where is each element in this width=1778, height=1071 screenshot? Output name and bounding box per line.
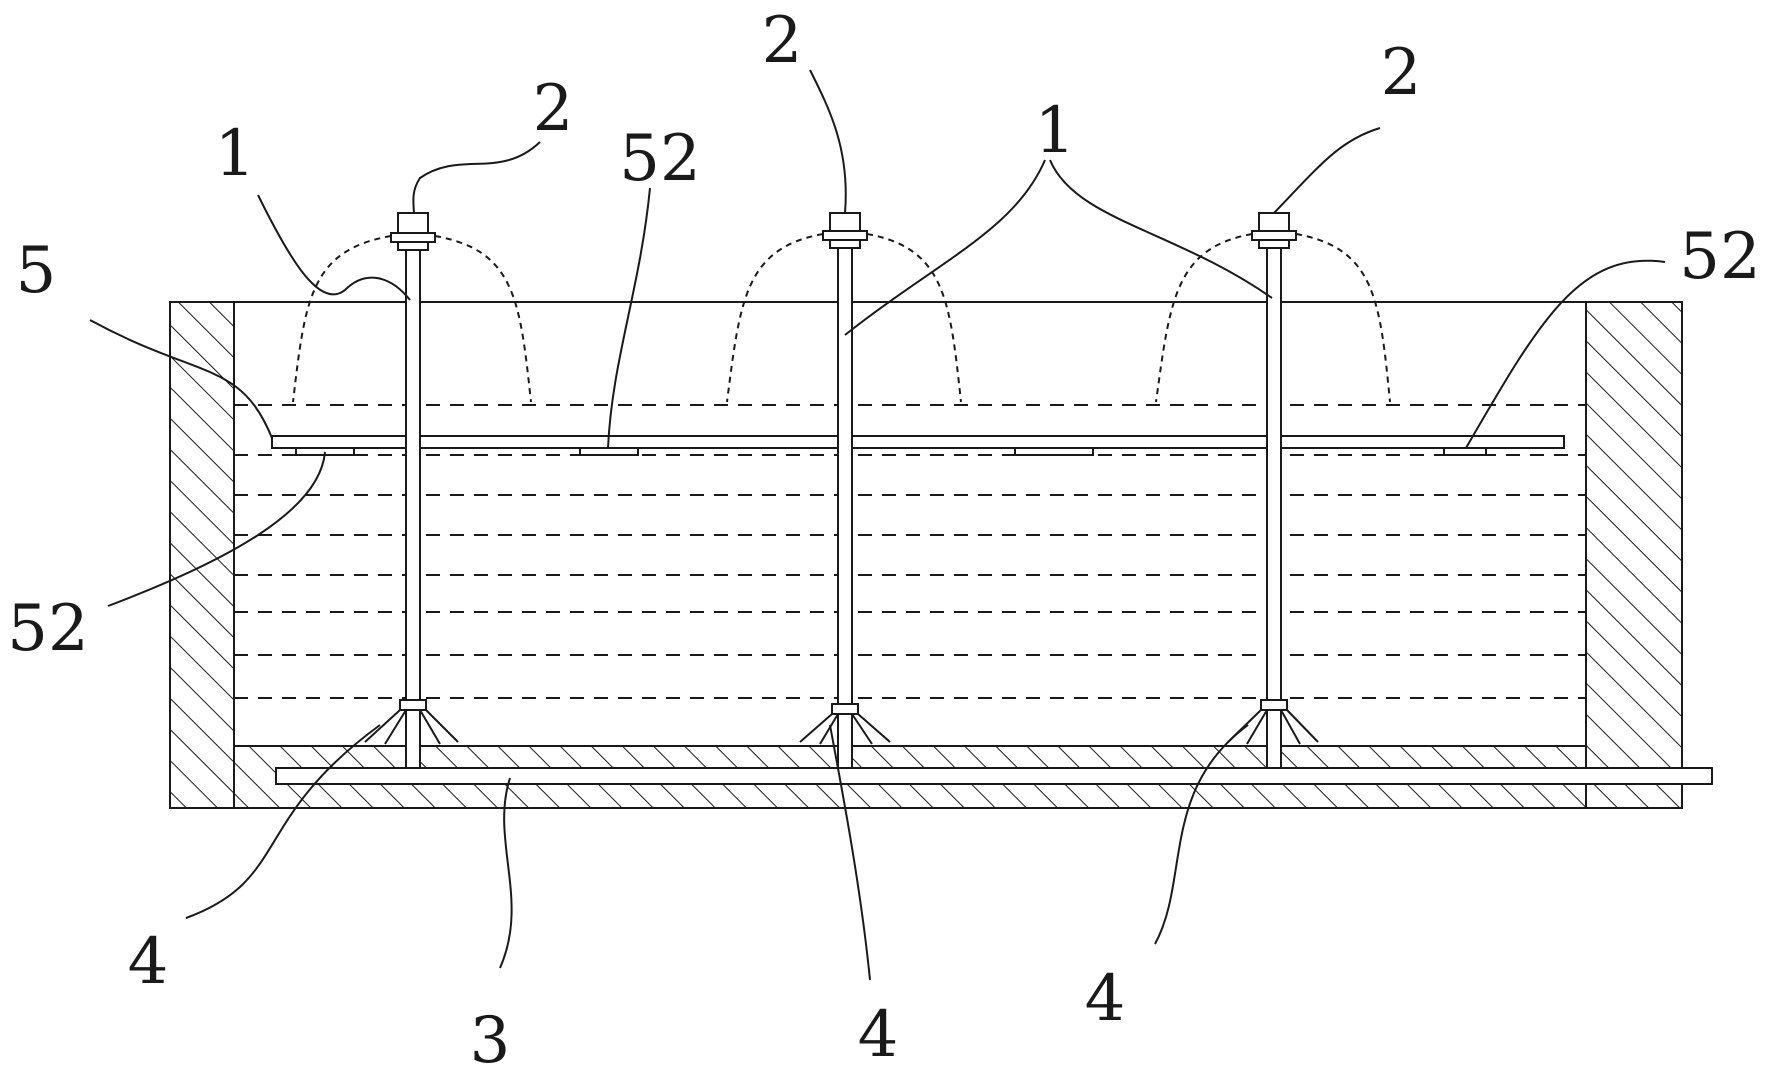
leader-lines	[89, 69, 1666, 981]
label-52-top-right: 52	[1679, 220, 1760, 294]
leader-1-right-a	[844, 159, 1046, 336]
diffusers	[364, 699, 1319, 745]
label-2-left: 2	[533, 72, 574, 146]
bottom-pipe	[275, 767, 1713, 785]
leader-2-middle	[809, 69, 847, 214]
leader-1-left	[257, 194, 411, 301]
vertical-pipe-right	[1266, 225, 1282, 769]
plate-holes	[295, 447, 1487, 456]
leader-52-top-middle	[607, 187, 651, 449]
tank-walls	[169, 301, 1683, 809]
diffuser-middle	[799, 703, 891, 745]
label-52-top-middle: 52	[619, 122, 700, 196]
leader-52-left	[107, 451, 326, 607]
leader-4-middle	[829, 724, 871, 981]
label-1-right: 1	[1035, 94, 1076, 168]
reference-labels: 1 1 2 2 2 3 4 4 4 5 52 52 52	[7, 4, 1760, 1071]
floating-plate	[271, 435, 1565, 449]
spray-arcs	[292, 233, 1391, 403]
leader-2-left	[412, 141, 541, 214]
label-5: 5	[16, 234, 57, 308]
leader-3	[499, 777, 513, 969]
liquid-level-lines	[234, 404, 1586, 699]
leader-4-left	[185, 724, 381, 919]
nozzle-left	[390, 212, 436, 251]
tank-inner-outline	[233, 301, 1587, 747]
leader-52-top-right	[1465, 259, 1666, 449]
vertical-pipe-left	[405, 229, 421, 769]
label-1-left: 1	[215, 117, 256, 191]
nozzles	[390, 212, 1297, 251]
leader-2-right	[1273, 127, 1381, 214]
label-2-right: 2	[1381, 36, 1422, 110]
label-52-left: 52	[7, 592, 88, 666]
nozzle-middle	[822, 212, 868, 249]
label-4-right: 4	[1085, 962, 1126, 1036]
label-2-middle: 2	[762, 4, 803, 78]
leader-4-right	[1154, 724, 1249, 945]
vertical-pipes	[405, 223, 1282, 769]
diffuser-right	[1227, 699, 1319, 745]
vertical-pipe-middle	[837, 223, 853, 769]
leader-5	[89, 319, 273, 439]
label-3: 3	[470, 1004, 511, 1071]
diffuser-left	[364, 699, 459, 745]
label-4-left: 4	[128, 925, 169, 999]
nozzle-right	[1251, 212, 1297, 249]
right-wall	[1585, 301, 1683, 809]
leader-1-right-b	[1049, 159, 1273, 299]
label-4-middle: 4	[858, 998, 899, 1071]
